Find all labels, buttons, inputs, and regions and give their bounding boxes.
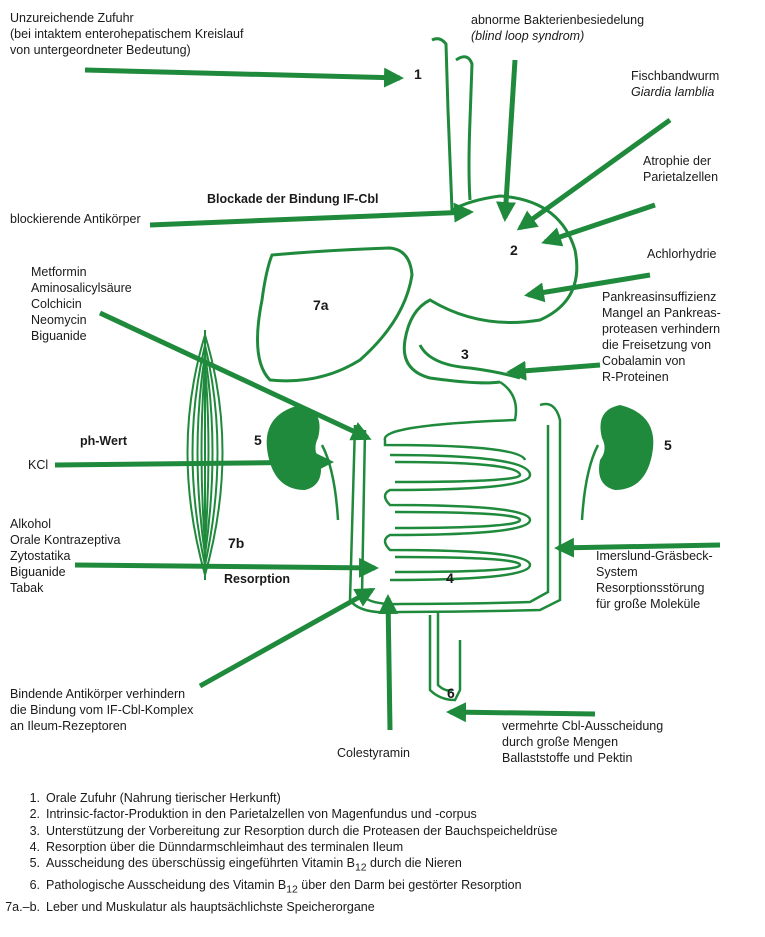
label-fischbandwurm: Fischbandwurm Giardia lamblia <box>631 68 719 100</box>
label-phwert: ph-Wert <box>80 433 127 449</box>
arrows <box>55 60 720 730</box>
label-vermehrte: vermehrte Cbl-Ausscheidung durch große M… <box>502 718 663 766</box>
arrow-blockade <box>150 212 470 225</box>
label-colestyramin: Colestyramin <box>337 745 410 761</box>
label-number-6: 6 <box>447 685 455 701</box>
legend-item: 5.Ausscheidung des überschüssig eingefüh… <box>14 855 557 877</box>
label-alkohol: Alkohol Orale Kontrazeptiva Zytostatika … <box>10 516 120 596</box>
label-imerslund: Imerslund-Gräsbeck- System Resorptionsst… <box>596 548 713 612</box>
legend-item: 3.Unterstützung der Vorbereitung zur Res… <box>14 823 557 839</box>
liver <box>258 248 413 381</box>
label-number-2: 2 <box>510 242 518 258</box>
label-number-3: 3 <box>461 346 469 362</box>
legend-item: 2.Intrinsic-factor-Produktion in den Par… <box>14 806 557 822</box>
label-resorption: Resorption <box>224 571 290 587</box>
label-number-7b: 7b <box>228 535 244 551</box>
label-blockierende: blockierende Antikörper <box>10 211 141 227</box>
left-kidney <box>267 405 321 490</box>
label-kcl: KCl <box>28 457 48 473</box>
label-number-4: 4 <box>446 570 454 586</box>
label-pankreas: Pankreasinsuffizienz Mangel an Pankreas-… <box>602 289 721 385</box>
label-metformin: Metformin Aminosalicylsäure Colchicin Ne… <box>31 264 132 344</box>
label-achlorhydrie: Achlorhydrie <box>647 246 716 262</box>
arrow-pankreas <box>510 365 600 372</box>
small-intestine <box>385 382 530 580</box>
arrow-vermehrte <box>450 712 595 714</box>
arrow-bindende <box>200 590 372 686</box>
label-blockade: Blockade der Bindung IF-Cbl <box>207 191 379 207</box>
label-bindende: Bindende Antikörper verhindern die Bindu… <box>10 686 193 734</box>
arrow-colestyramin <box>388 598 390 730</box>
label-number-7a: 7a <box>313 297 329 313</box>
label-abnorme: abnorme Bakterienbesiedelung (blind loop… <box>471 12 644 44</box>
legend: 1.Orale Zufuhr (Nahrung tierischer Herku… <box>14 790 557 915</box>
label-number-5-right: 5 <box>664 437 672 453</box>
arrow-abnorme <box>505 60 515 218</box>
right-kidney <box>599 405 653 490</box>
legend-item: 7a.–b.Leber und Muskulatur als hauptsäch… <box>14 899 557 915</box>
arrow-kcl <box>55 462 330 465</box>
legend-item: 1.Orale Zufuhr (Nahrung tierischer Herku… <box>14 790 557 806</box>
label-unzureichende: Unzureichende Zufuhr (bei intaktem enter… <box>10 10 243 58</box>
arrow-1 <box>85 70 400 78</box>
legend-item: 6.Pathologische Ausscheidung des Vitamin… <box>14 877 557 899</box>
label-number-1: 1 <box>414 66 422 82</box>
legend-item: 4.Resorption über die Dünndarmschleimhau… <box>14 839 557 855</box>
label-atrophie: Atrophie der Parietalzellen <box>643 153 718 185</box>
stomach-outline <box>404 39 577 383</box>
label-number-5-left: 5 <box>254 432 262 448</box>
